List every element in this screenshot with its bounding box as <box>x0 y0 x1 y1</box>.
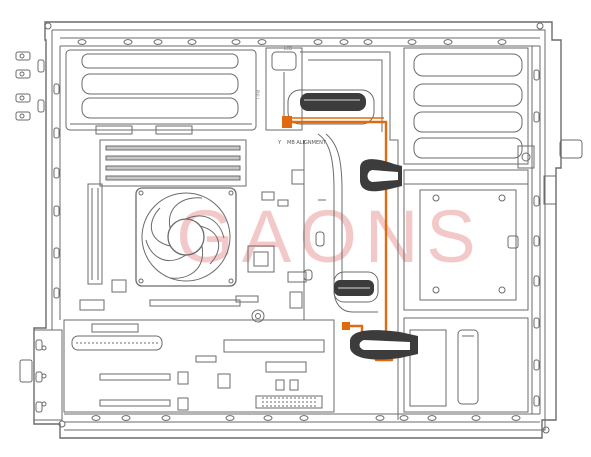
cable-clip-icon <box>300 93 366 111</box>
motherboard-components <box>79 140 307 323</box>
right-side-panel <box>517 139 583 205</box>
cable-connector-bottom <box>342 322 350 330</box>
cable-connector-top <box>282 116 292 128</box>
pcie-card-area <box>65 49 257 135</box>
chassis-outline <box>33 21 562 439</box>
pull-tab-label: PULL <box>255 90 260 101</box>
expansion-area <box>63 319 335 413</box>
riser-bracket <box>265 47 303 131</box>
cable-clip-icon <box>360 159 402 192</box>
left-drive-cage <box>33 329 63 421</box>
screw-icon <box>44 22 550 434</box>
bottom-rail-screws <box>91 415 521 421</box>
watermark-text: GAONS <box>176 195 483 278</box>
fan-heatsink-icon <box>135 187 237 287</box>
dimm-slots <box>105 145 241 181</box>
cable-clip-icon <box>334 280 374 296</box>
alignment-label: MB ALIGNMENT <box>287 140 327 146</box>
top-tag-label: LCD <box>284 46 292 51</box>
right-rail-slots <box>533 69 540 407</box>
alignment-marker: Y <box>277 140 282 146</box>
left-rail-slots <box>35 59 60 413</box>
cable-clip-icon <box>350 330 418 360</box>
rear-io-connectors <box>15 51 33 383</box>
top-rail-screws <box>77 39 507 45</box>
drive-bay <box>403 47 529 413</box>
